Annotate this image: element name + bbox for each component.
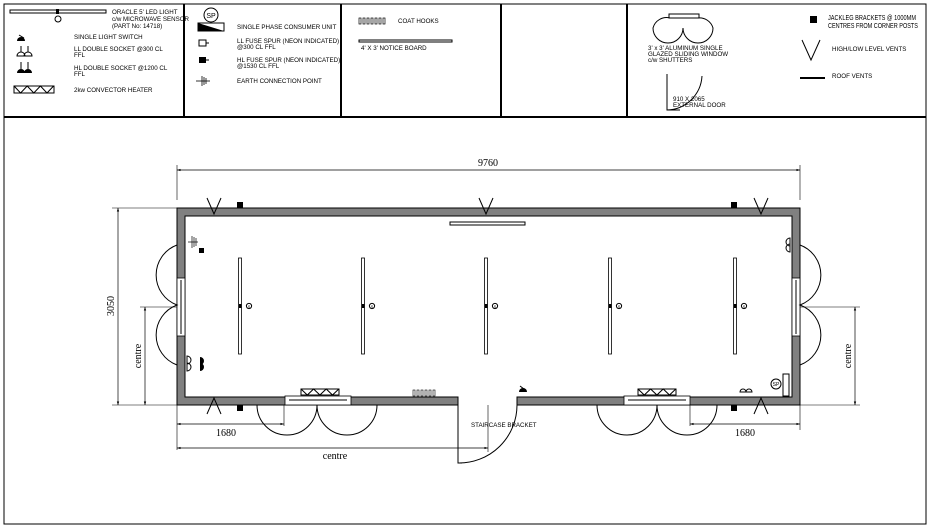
window-bottom-right xyxy=(596,395,718,436)
svg-text:3050: 3050 xyxy=(106,296,117,316)
svg-text:LL FUSE SPUR (NEON INDICATED): LL FUSE SPUR (NEON INDICATED) xyxy=(237,38,339,45)
legend-notice-board: 4' X 3' NOTICE BOARD xyxy=(358,39,453,52)
hl-fuse-spur xyxy=(199,248,204,253)
consumer-unit: SP xyxy=(770,373,790,397)
svg-text:LL DOUBLE SOCKET @300 CL: LL DOUBLE SOCKET @300 CL xyxy=(74,46,163,53)
legend-ll-socket: LL DOUBLE SOCKET @300 CL FFL xyxy=(16,46,163,59)
svg-text:HIGH/LOW LEVEL VENTS: HIGH/LOW LEVEL VENTS xyxy=(832,46,906,53)
legend-ll-spur: LL FUSE SPUR (NEON INDICATED) @300 CL FF… xyxy=(198,38,339,51)
svg-text:1680: 1680 xyxy=(735,428,755,439)
legend-earth: EARTH CONNECTION POINT xyxy=(196,76,322,86)
svg-text:ORACLE 5' LED LIGHT: ORACLE 5' LED LIGHT xyxy=(112,9,178,16)
svg-text:SINGLE LIGHT SWITCH: SINGLE LIGHT SWITCH xyxy=(74,34,143,41)
svg-text:4' X 3' NOTICE BOARD: 4' X 3' NOTICE BOARD xyxy=(361,45,427,52)
svg-text:CENTRES FROM CORNER POSTS: CENTRES FROM CORNER POSTS xyxy=(828,21,918,30)
svg-text:c/w SHUTTERS: c/w SHUTTERS xyxy=(648,57,692,64)
legend-vents: HIGH/LOW LEVEL VENTS xyxy=(801,39,906,62)
svg-text:SINGLE PHASE CONSUMER UNIT: SINGLE PHASE CONSUMER UNIT xyxy=(237,24,337,31)
legend-hl-spur: HL FUSE SPUR (NEON INDICATED) @1530 CL F… xyxy=(199,57,340,70)
svg-text:3' x 3' ALUMINUM SINGLE: 3' x 3' ALUMINUM SINGLE xyxy=(648,45,723,52)
svg-text:GLAZED SLIDING WINDOW: GLAZED SLIDING WINDOW xyxy=(648,51,728,58)
legend-roof-vents: ROOF VENTS xyxy=(800,73,872,80)
building-walls xyxy=(176,207,801,406)
heater-left xyxy=(300,388,340,396)
sockets-left xyxy=(186,355,204,372)
legend-led-light: ORACLE 5' LED LIGHT c/w MICROWAVE SENSOR… xyxy=(9,9,190,30)
led-lights xyxy=(238,257,748,355)
legend-consumer-unit: SP SINGLE PHASE CONSUMER UNIT xyxy=(197,7,337,32)
legend-coat-hooks: COAT HOOKS xyxy=(358,17,439,25)
coat-hooks xyxy=(412,389,436,397)
legend-door: 910 X 2065 EXTERNAL DOOR xyxy=(666,74,726,111)
svg-text:FFL: FFL xyxy=(74,71,86,78)
light-switch xyxy=(519,385,527,392)
legend-light-switch: SINGLE LIGHT SWITCH xyxy=(17,34,143,41)
jackleg-brackets xyxy=(237,202,737,411)
svg-text:centre: centre xyxy=(323,451,348,462)
legend-hl-socket: HL DOUBLE SOCKET @1200 CL FFL xyxy=(17,62,168,78)
svg-text:2kw CONVECTOR HEATER: 2kw CONVECTOR HEATER xyxy=(74,87,153,94)
svg-text:910 X 2065: 910 X 2065 xyxy=(673,96,705,103)
dimension-centre-bottom: centre xyxy=(177,405,489,462)
svg-text:HL DOUBLE SOCKET @1200 CL: HL DOUBLE SOCKET @1200 CL xyxy=(74,65,168,72)
svg-text:COAT HOOKS: COAT HOOKS xyxy=(398,18,439,25)
earth-point xyxy=(188,236,198,248)
notice-board xyxy=(449,221,526,226)
svg-text:@300 CL FFL: @300 CL FFL xyxy=(237,44,276,51)
dimension-overall-width: 9760 xyxy=(176,158,801,200)
dimension-centre-right: centre xyxy=(800,306,860,406)
svg-text:EXTERNAL DOOR: EXTERNAL DOOR xyxy=(673,102,726,109)
legend-window: 3' x 3' ALUMINUM SINGLE GLAZED SLIDING W… xyxy=(648,13,728,64)
svg-text:ROOF VENTS: ROOF VENTS xyxy=(832,73,872,80)
legend-heater: 2kw CONVECTOR HEATER xyxy=(13,85,153,94)
svg-text:HL FUSE SPUR (NEON INDICATED): HL FUSE SPUR (NEON INDICATED) xyxy=(237,57,340,64)
svg-text:EARTH CONNECTION POINT: EARTH CONNECTION POINT xyxy=(237,78,322,85)
svg-text:c/w MICROWAVE SENSOR: c/w MICROWAVE SENSOR xyxy=(112,16,190,23)
svg-text:JACKLEG BRACKETS @ 1000MM: JACKLEG BRACKETS @ 1000MM xyxy=(828,13,916,22)
dimension-centre-left: centre xyxy=(133,306,177,405)
svg-text:SP: SP xyxy=(773,382,780,388)
svg-text:1680: 1680 xyxy=(216,428,236,439)
drawing-frame xyxy=(3,3,927,525)
staircase-bracket-label: STAIRCASE BRACKET xyxy=(471,422,537,429)
window-bottom-left xyxy=(256,395,378,436)
svg-text:(PART No: 14718): (PART No: 14718) xyxy=(112,23,162,30)
dimension-right-offset: 1680 xyxy=(689,405,801,439)
heater-right xyxy=(637,388,677,396)
sockets-bottom-right xyxy=(739,388,753,393)
svg-text:FFL: FFL xyxy=(74,52,86,59)
vents xyxy=(206,197,769,415)
svg-text:centre: centre xyxy=(843,343,854,368)
svg-text:centre: centre xyxy=(133,343,144,368)
svg-text:@1530 CL FFL: @1530 CL FFL xyxy=(237,63,280,70)
dimension-left-offset: 1680 xyxy=(176,405,285,450)
sockets-right xyxy=(785,237,791,253)
dimension-overall-depth: 3050 xyxy=(106,207,177,406)
external-door[interactable] xyxy=(457,404,518,464)
legend-jackleg: JACKLEG BRACKETS @ 1000MM CENTRES FROM C… xyxy=(810,13,918,30)
svg-text:SP: SP xyxy=(206,13,216,20)
svg-text:9760: 9760 xyxy=(478,158,498,169)
